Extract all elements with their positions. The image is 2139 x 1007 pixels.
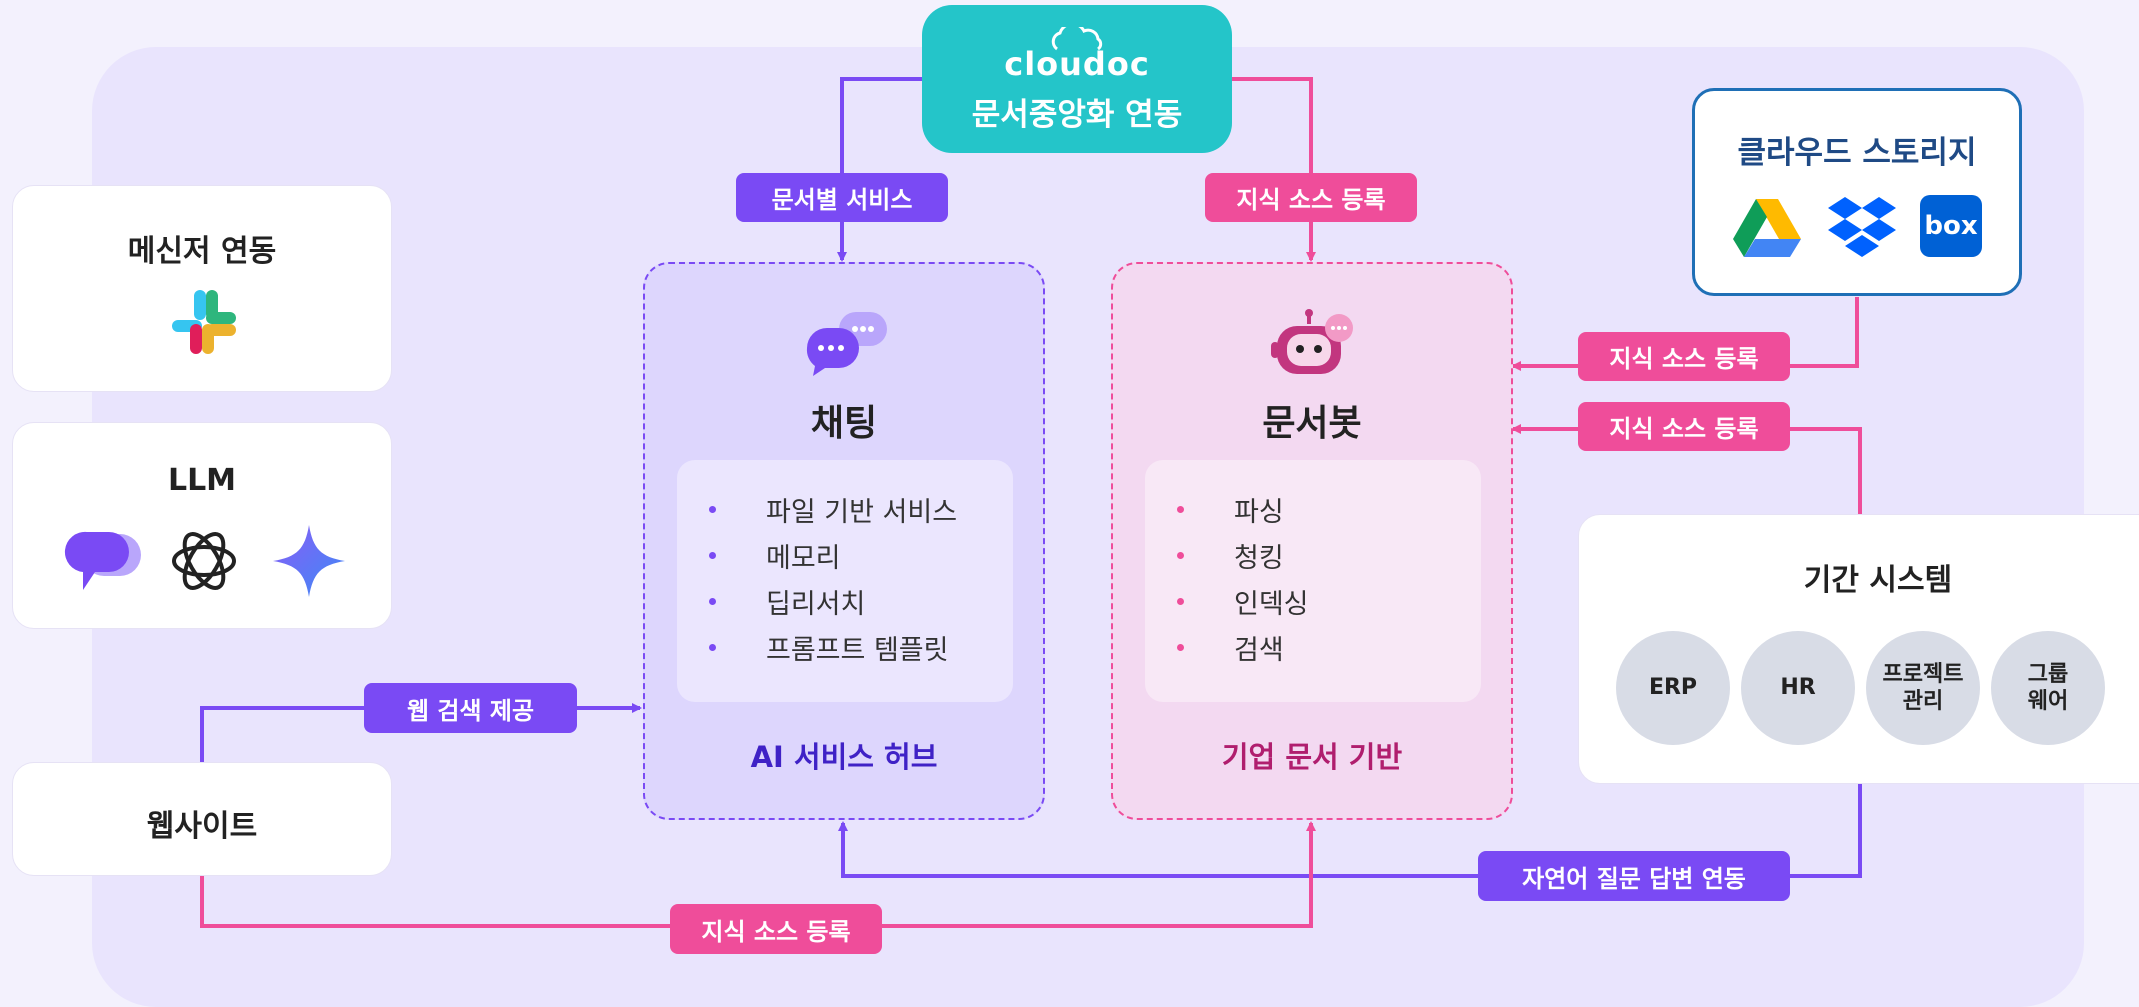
openai-icon (172, 532, 236, 590)
messenger-title: 메신저 연동 (127, 234, 277, 269)
llm-title: LLM (167, 463, 237, 498)
feature-label: 파일 기반 서비스 (766, 496, 958, 528)
bullet-icon (709, 597, 716, 605)
robot-icon (1271, 309, 1353, 374)
docbot-hub-title: 문서봇 (1262, 403, 1362, 444)
dropbox-icon (1828, 197, 1896, 257)
website-card: 웹사이트 (12, 762, 392, 876)
list-item: 프롬프트 템플릿 (677, 624, 957, 670)
feature-label: 딥리서치 (766, 588, 866, 620)
cloud-storage-title: 클라우드 스토리지 (1737, 135, 1977, 171)
chat-hub-footer: AI 서비스 허브 (750, 740, 938, 774)
messenger-card: 메신저 연동 (12, 185, 392, 392)
box-logo-text: box (1924, 211, 1978, 241)
llm-card: LLM (12, 422, 392, 629)
list-item: 파싱 (1145, 486, 1309, 532)
cloud-storage-card: 클라우드 스토리지 box (1692, 88, 2022, 296)
chat-bubbles-icon (806, 312, 887, 376)
cloudoc-brand: cloudoc (1004, 45, 1150, 83)
list-item: 파일 기반 서비스 (677, 486, 957, 532)
llm-bubble-icon (64, 531, 141, 590)
chat-hub-feature-box: 파일 기반 서비스 메모리 딥리서치 프롬프트 템플릿 (677, 460, 1013, 702)
system-groupware: 그룹 웨어 (1991, 631, 2105, 745)
feature-label: 메모리 (766, 542, 841, 574)
label-knowledge-top: 지식 소스 등록 (1205, 173, 1417, 222)
bullet-icon (709, 505, 716, 513)
line-cloudoc-to-chat (837, 77, 922, 262)
list-item: 인덱싱 (1145, 578, 1309, 624)
core-systems-title: 기간 시스템 (1803, 563, 1953, 598)
website-title: 웹사이트 (146, 809, 258, 844)
bullet-icon (1177, 643, 1184, 651)
docbot-hub-footer: 기업 문서 기반 (1221, 740, 1403, 774)
gemini-icon (273, 525, 345, 597)
feature-label: 파싱 (1234, 496, 1284, 528)
system-hr: HR (1741, 631, 1855, 745)
feature-label: 검색 (1234, 634, 1284, 666)
label-knowledge-website: 지식 소스 등록 (670, 904, 882, 954)
line-cloudoc-to-bot (1232, 77, 1316, 262)
bullet-icon (1177, 505, 1184, 513)
box-icon: box (1920, 195, 1982, 257)
bullet-icon (709, 643, 716, 651)
feature-label: 인덱싱 (1234, 588, 1309, 620)
list-item: 청킹 (1145, 532, 1309, 578)
cloudoc-subtitle: 문서중앙화 연동 (971, 97, 1183, 133)
core-systems-card: 기간 시스템 ERP HR 프로젝트 관리 그룹 웨어 (1578, 514, 2139, 784)
label-natural-language: 자연어 질문 답변 연동 (1478, 851, 1790, 901)
chat-hub-feature-list: 파일 기반 서비스 메모리 딥리서치 프롬프트 템플릿 (677, 486, 957, 670)
docbot-hub-feature-box: 파싱 청킹 인덱싱 검색 (1145, 460, 1481, 702)
bullet-icon (1177, 597, 1184, 605)
label-web-search: 웹 검색 제공 (364, 683, 577, 733)
label-knowledge-systems: 지식 소스 등록 (1578, 402, 1790, 451)
bullet-icon (709, 551, 716, 559)
chat-hub-title: 채팅 (810, 403, 878, 444)
google-drive-icon (1733, 199, 1801, 257)
label-knowledge-storage: 지식 소스 등록 (1578, 332, 1790, 381)
cloud-icon (1051, 27, 1103, 51)
feature-label: 청킹 (1234, 542, 1284, 574)
system-project-management: 프로젝트 관리 (1866, 631, 1980, 745)
docbot-hub-feature-list: 파싱 청킹 인덱싱 검색 (1145, 486, 1309, 670)
label-doc-service: 문서별 서비스 (736, 173, 948, 222)
bullet-icon (1177, 551, 1184, 559)
list-item: 검색 (1145, 624, 1309, 670)
system-erp: ERP (1616, 631, 1730, 745)
chat-hub: 채팅 파일 기반 서비스 메모리 딥리서치 프롬프트 템플릿 AI 서비스 허브 (643, 262, 1045, 820)
feature-label: 프롬프트 템플릿 (766, 634, 949, 666)
slack-icon (172, 290, 236, 354)
cloudoc-box: cloudoc 문서중앙화 연동 (922, 5, 1232, 153)
line-systems-to-chat (838, 784, 1862, 878)
docbot-hub: 문서봇 파싱 청킹 인덱싱 검색 기업 문서 기반 (1111, 262, 1513, 820)
list-item: 딥리서치 (677, 578, 957, 624)
list-item: 메모리 (677, 532, 957, 578)
